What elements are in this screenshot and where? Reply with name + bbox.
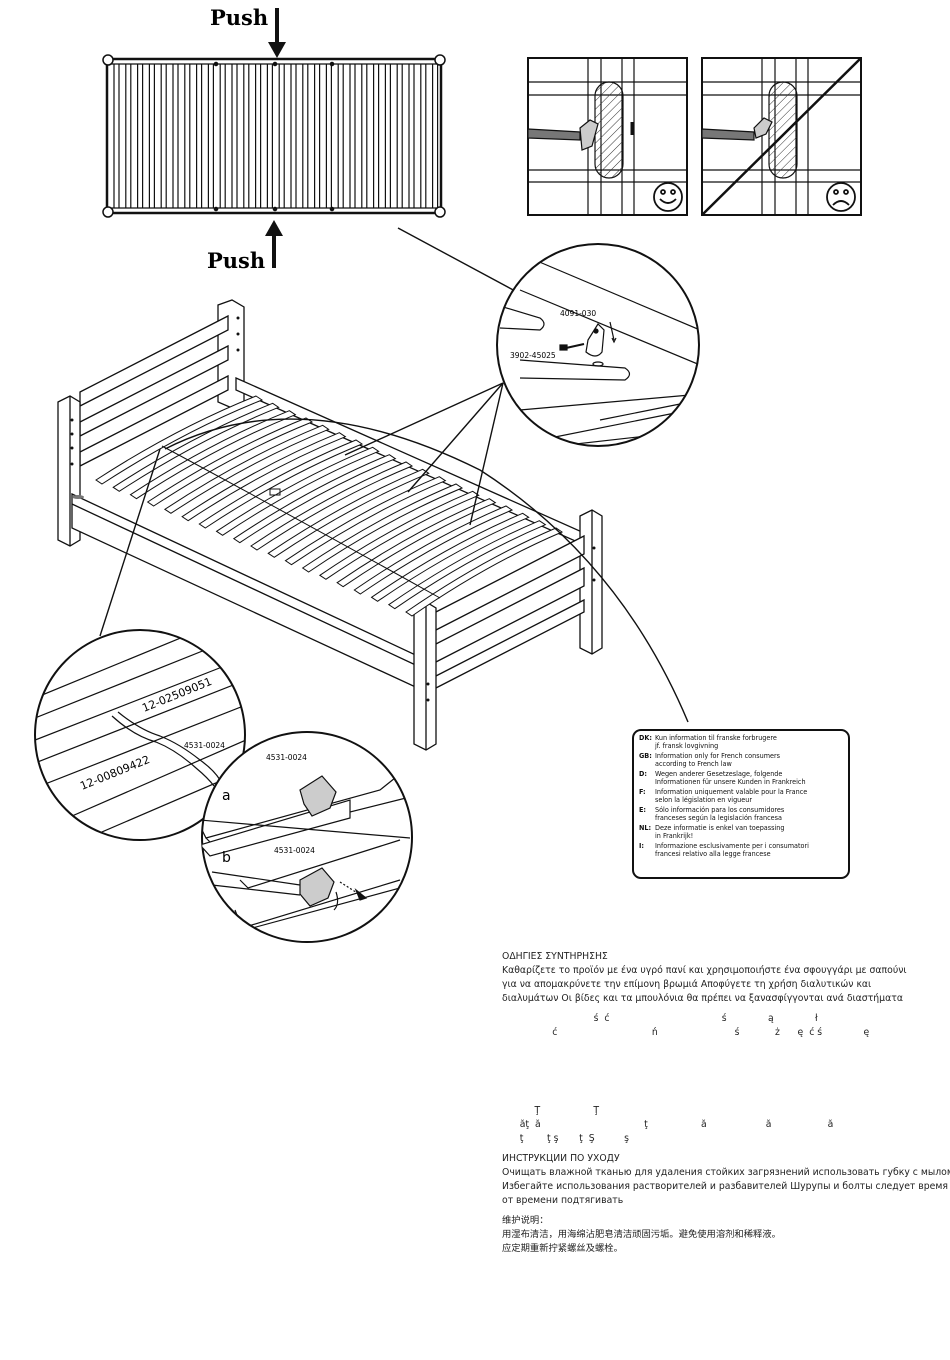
- callout-lines: [99, 227, 689, 723]
- push-label-top: Push: [210, 5, 268, 30]
- legal-code: E:: [639, 805, 647, 814]
- bed-hardware: [70, 316, 596, 702]
- legal-code: D:: [639, 769, 647, 778]
- bed-slat: [232, 454, 397, 544]
- bed-center-strap: [161, 445, 441, 599]
- care-heading-russian: ИНСТРУКЦИИ ПО УХОДУ: [502, 1153, 620, 1164]
- step-label-a: a: [222, 788, 231, 804]
- legal-text: Informazione esclusivamente per i consum…: [655, 841, 809, 859]
- bed-slat: [301, 483, 464, 573]
- care-fragment: ć ń ś ż ę ć ś ę: [502, 1027, 870, 1038]
- bed-slat: [181, 432, 347, 522]
- strap-part-code-2: 4531-0024: [266, 753, 307, 762]
- slat-frame-top-view: [102, 54, 446, 218]
- bracket-detail-circle: 4091-030 3902-45025: [496, 243, 700, 447]
- strap-buckle-detail-circle: a b 4531-0024 4531-0024: [201, 731, 413, 943]
- care-line: Очищать влажной тканью для удаления стой…: [502, 1167, 950, 1178]
- bed-slat: [95, 395, 264, 485]
- care-heading-chinese: 维护说明：: [502, 1215, 549, 1226]
- care-fragment: ăţ ă ţ ă ă ă: [502, 1119, 834, 1130]
- care-greek: ΟΔΗΓΙΕΣ ΣΥΝΤΗΡΗΣΗΣ Καθαρίζετε το προϊόν …: [502, 950, 947, 1006]
- bed-slat: [284, 476, 447, 566]
- incorrect-fitting-panel: [701, 57, 862, 216]
- smiley-face-icon: [653, 182, 683, 212]
- care-russian: ИНСТРУКЦИИ ПО УХОДУ Очищать влажной ткан…: [502, 1152, 950, 1208]
- bracket-part-code: 4091-030: [560, 309, 596, 318]
- legal-text: Information uniquement valable pour la F…: [655, 787, 808, 805]
- legal-text: Information only for French consumers ac…: [655, 751, 780, 769]
- slat-code-detail-circle: 12-02509051 12-00809422 4531-0024: [34, 629, 246, 841]
- bed-slat: [318, 490, 480, 580]
- legal-row-e: E: Sólo información para los consumidore…: [639, 805, 843, 823]
- strap-part-code-1: 4531-0024: [184, 741, 225, 750]
- care-line: от времени подтягивать: [502, 1195, 624, 1206]
- strap-part-code-3: 4531-0024: [274, 846, 315, 855]
- bed-slat: [163, 424, 330, 514]
- bed-slat: [336, 498, 497, 588]
- legal-code: NL:: [639, 823, 652, 832]
- care-fragment: ţ ţ ş ţ Ş ş: [502, 1133, 630, 1144]
- bed-slat: [250, 461, 414, 551]
- bed-slat: [215, 446, 380, 536]
- care-line: 用湿布清洁，用海绵沾肥皂清洁顽固污垢。避免使用溶剂和稀释液。: [502, 1229, 781, 1240]
- care-instructions: ΟΔΗΓΙΕΣ ΣΥΝΤΗΡΗΣΗΣ Καθαρίζετε το προϊόν …: [502, 950, 950, 1262]
- care-line: διαλυμάτων Οι βίδες και τα μπουλόνια θα …: [502, 993, 903, 1004]
- bed-slat: [387, 520, 547, 610]
- bed-slat: [112, 402, 280, 492]
- legal-code: GB:: [639, 751, 652, 760]
- legal-row-f: F: Information uniquement valable pour l…: [639, 787, 843, 805]
- care-line: Избегайте использования растворителей и …: [502, 1181, 948, 1192]
- bed-slat: [405, 527, 564, 617]
- legal-code: F:: [639, 787, 646, 796]
- care-fragment: ś ć ś ą ł: [502, 1013, 818, 1024]
- legal-text: Wegen anderer Gesetzeslage, folgende Inf…: [655, 769, 806, 787]
- push-label-bottom: Push: [207, 248, 265, 273]
- sad-face-icon: [826, 182, 856, 212]
- care-line: για να απομακρύνετε την επίμονη βρωμιά Α…: [502, 979, 872, 990]
- legal-text: Deze informatie is enkel van toepassing …: [655, 823, 785, 841]
- legal-text: Sólo información para los consumidores f…: [655, 805, 785, 823]
- legal-row-dk: DK: Kun information til franske forbruge…: [639, 733, 843, 751]
- correct-fitting-panel: [527, 57, 688, 216]
- legal-row-i: I: Informazione esclusivamente per i con…: [639, 841, 843, 859]
- push-arrow-icon: [265, 8, 286, 268]
- care-romanian-fragments: Ţ Ţ ăţ ă ţ ă ă ă ţ ţ ş ţ Ş ş: [502, 1104, 947, 1146]
- care-heading-greek: ΟΔΗΓΙΕΣ ΣΥΝΤΗΡΗΣΗΣ: [502, 951, 608, 962]
- legal-row-nl: NL: Deze informatie is enkel van toepass…: [639, 823, 843, 841]
- legal-text: Kun information til franske forbrugere j…: [655, 733, 777, 751]
- care-fragment: Ţ Ţ: [502, 1105, 600, 1116]
- legal-row-d: D: Wegen anderer Gesetzeslage, folgende …: [639, 769, 843, 787]
- care-chinese: 维护说明： 用湿布清洁，用海绵沾肥皂清洁顽固污垢。避免使用溶剂和稀释液。 应定期…: [502, 1214, 947, 1256]
- legal-code: DK:: [639, 733, 652, 742]
- bed-slat: [370, 512, 530, 602]
- bed-slat: [198, 439, 364, 529]
- step-label-b: b: [222, 850, 231, 866]
- screw-part-code: 3902-45025: [510, 351, 556, 360]
- french-consumer-notice-box: DK: Kun information til franske forbruge…: [632, 729, 850, 879]
- legal-row-gb: GB: Information only for French consumer…: [639, 751, 843, 769]
- bed-slat: [267, 468, 430, 558]
- care-line: 应定期重新拧紧螺丝及螺栓。: [502, 1243, 623, 1254]
- legal-code: I:: [639, 841, 644, 850]
- bed-slat: [146, 417, 314, 507]
- care-polish-fragments: ś ć ś ą ł ć ń ś ż ę ć ś ę: [502, 1012, 947, 1040]
- care-line: Καθαρίζετε το προϊόν με ένα υγρό πανί κα…: [502, 965, 907, 976]
